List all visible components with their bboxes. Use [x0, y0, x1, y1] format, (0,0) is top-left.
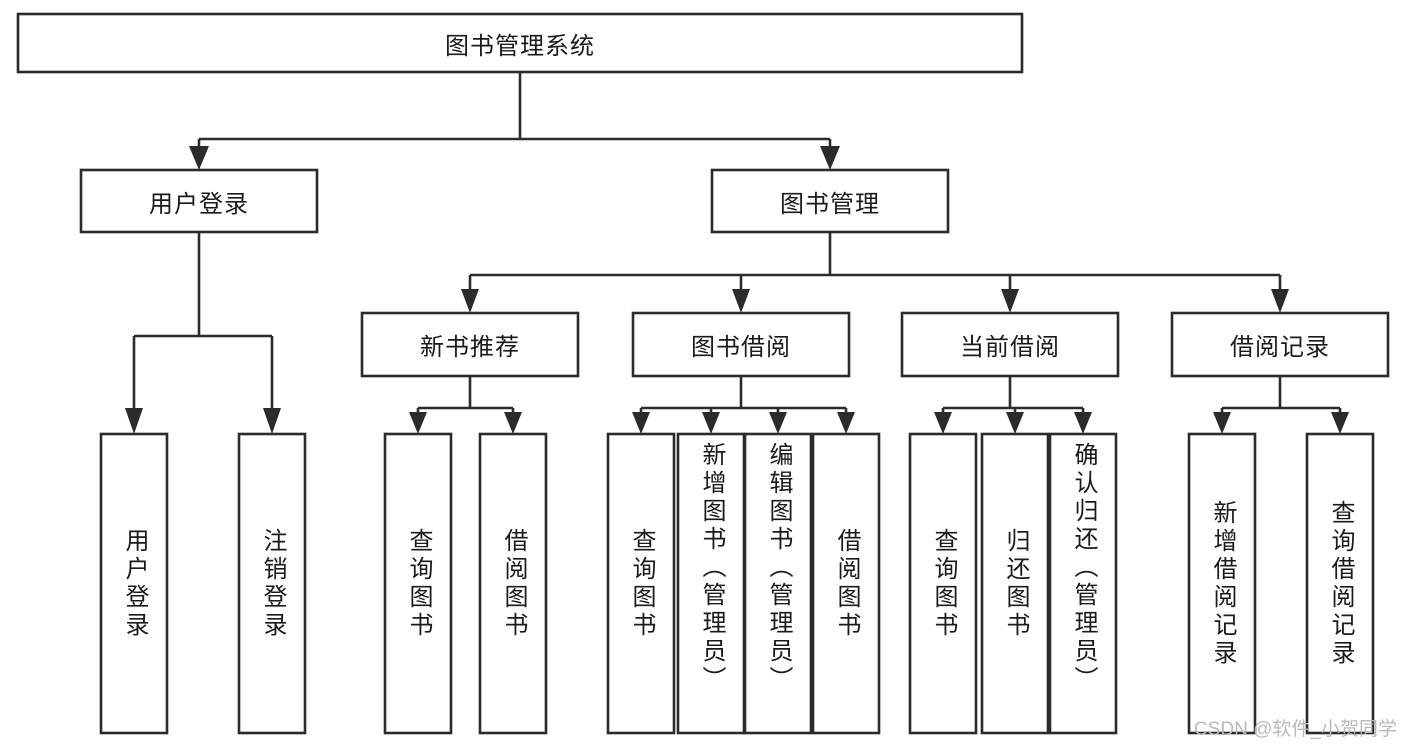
leaf-box[interactable] — [676, 432, 746, 735]
node-box-new-book-recommend[interactable] — [360, 311, 580, 378]
node-box-book-borrow[interactable] — [631, 311, 851, 378]
leaf-box[interactable] — [1048, 432, 1118, 735]
connector-group-user-login — [125, 232, 281, 434]
leaf-box[interactable] — [908, 432, 978, 735]
arrow-head-icon — [820, 146, 840, 170]
arrow-head-icon — [189, 146, 209, 170]
arrow-head-icon — [769, 412, 787, 434]
leaf-box[interactable] — [99, 432, 169, 735]
arrow-head-icon — [125, 408, 143, 434]
connector-group-new-book — [409, 376, 522, 434]
connector-group-current-borrow — [934, 376, 1092, 434]
node-box-user-login[interactable] — [79, 168, 319, 234]
connector-group-root — [189, 72, 840, 170]
leaf-box[interactable] — [237, 432, 307, 735]
leaf-box[interactable] — [1305, 432, 1375, 735]
csdn-watermark: CSDN @软件_小贺同学 — [1194, 719, 1397, 740]
arrow-head-icon — [1074, 412, 1092, 434]
leaf-box[interactable] — [383, 432, 453, 735]
arrow-head-icon — [837, 412, 855, 434]
leaf-box[interactable] — [980, 432, 1050, 735]
arrow-head-icon — [1331, 412, 1349, 434]
arrow-head-icon — [504, 412, 522, 434]
leaf-box[interactable] — [811, 432, 881, 735]
node-box-borrow-record[interactable] — [1170, 311, 1390, 378]
arrow-head-icon — [1006, 412, 1024, 434]
arrow-head-icon — [732, 289, 750, 313]
arrow-head-icon — [702, 412, 720, 434]
leaf-box[interactable] — [606, 432, 676, 735]
leaf-box[interactable] — [1187, 432, 1257, 735]
node-box-root[interactable] — [16, 12, 1024, 74]
leaf-box[interactable] — [478, 432, 548, 735]
node-box-book-management[interactable] — [710, 168, 950, 234]
node-box-current-borrow[interactable] — [900, 311, 1120, 378]
arrow-head-icon — [409, 412, 427, 434]
leaf-box[interactable] — [743, 432, 813, 735]
arrow-head-icon — [1213, 412, 1231, 434]
connector-group-borrow-record — [1213, 376, 1349, 434]
arrow-head-icon — [1001, 289, 1019, 313]
connector-group-book-borrow — [632, 376, 855, 434]
arrow-head-icon — [632, 412, 650, 434]
connector-group-book-management — [461, 232, 1289, 313]
arrow-head-icon — [263, 408, 281, 434]
arrow-head-icon — [1271, 289, 1289, 313]
arrow-head-icon — [934, 412, 952, 434]
arrow-head-icon — [461, 289, 479, 313]
